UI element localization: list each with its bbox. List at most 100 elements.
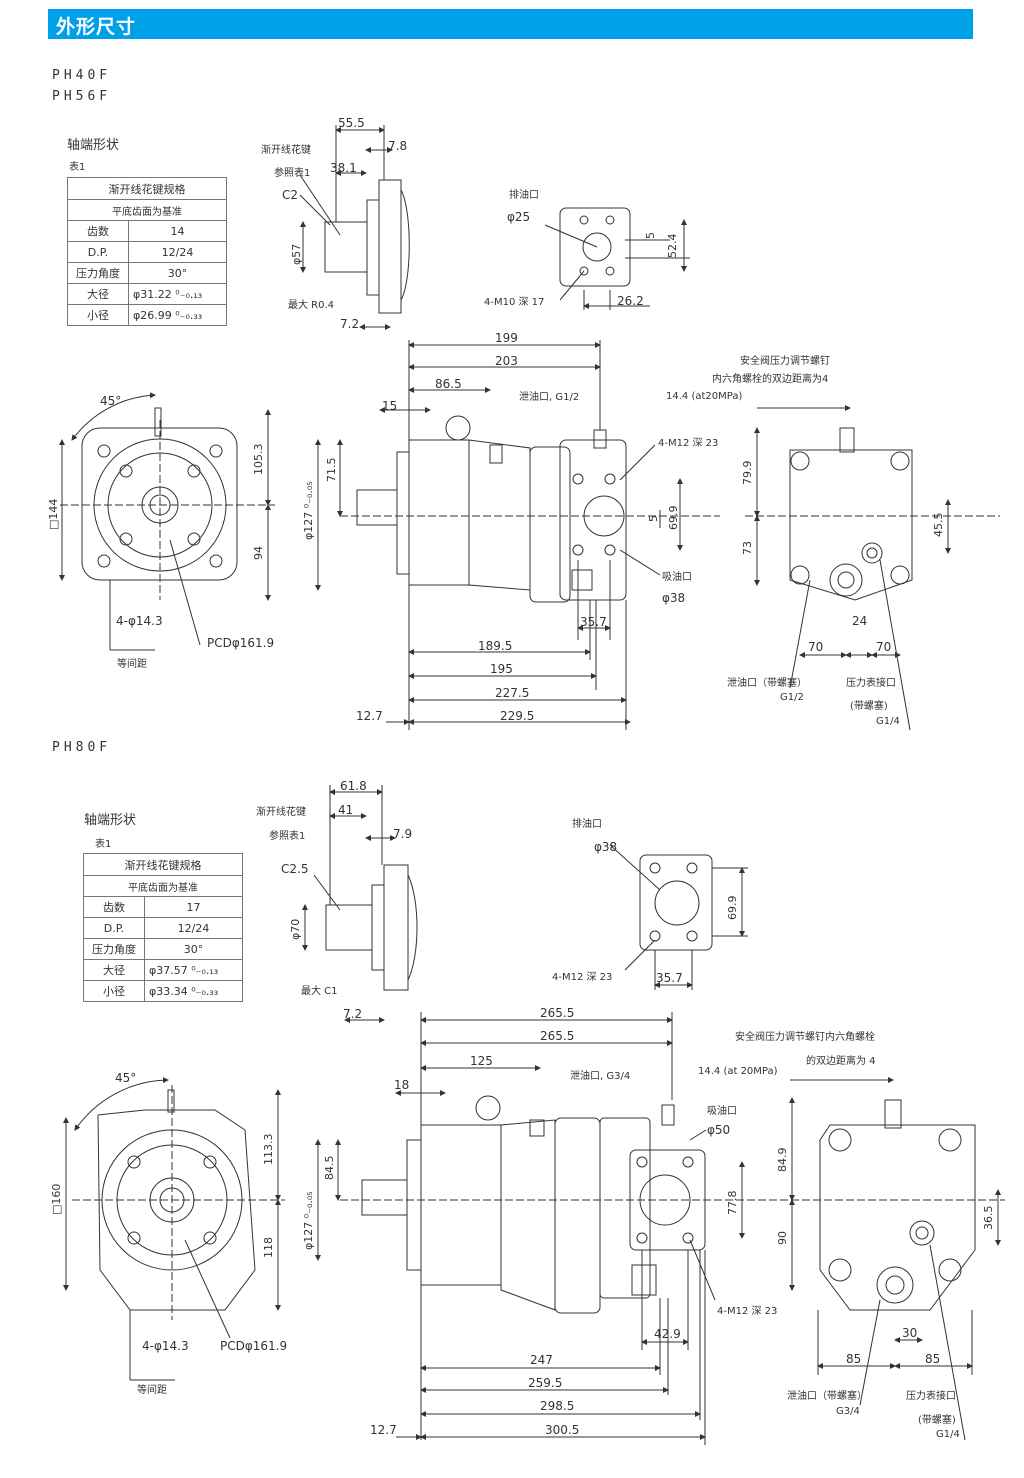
label-gauge-2: 压力表接口	[906, 1391, 956, 1402]
label-c2: C2	[282, 188, 299, 202]
drain-flange-1	[544, 207, 690, 310]
dim-text: 24	[852, 614, 867, 628]
dim-text: 5	[644, 232, 657, 239]
dim-text: 35.7	[656, 971, 683, 985]
spline-table-header: 渐开线花键规格	[67, 177, 227, 200]
dim-text: 26.2	[617, 294, 644, 308]
label-safety-2a: 安全阀压力调节螺钉内六角螺栓	[735, 1032, 875, 1043]
dim-text: 94	[252, 546, 265, 560]
label-deg45-2: 45°	[115, 1071, 136, 1085]
dim-text: 85	[846, 1352, 861, 1366]
label-ref-2: 参照表1	[269, 831, 306, 842]
label-safety-1: 安全阀压力调节螺钉	[740, 356, 830, 367]
label-safety-2: 内六角螺栓的双边距离为4	[712, 374, 829, 385]
label-sq-1: □144	[47, 499, 60, 530]
label-ref: 参照表1	[274, 168, 311, 179]
row-value: φ31.22 ⁰₋₀.₁₃	[128, 283, 227, 305]
label-d57: φ57	[290, 244, 303, 265]
label-m12-2a: 4-M12 深 23	[552, 972, 613, 983]
dim-text: 247	[530, 1353, 553, 1367]
dim-text: 52.4	[666, 234, 679, 259]
dim-text: 35.7	[580, 615, 607, 629]
label-gauge-1: 压力表接口	[846, 678, 896, 689]
dim-text: 18	[394, 1078, 409, 1092]
model-ph56f: PH56F	[52, 89, 112, 104]
row-key: 小径	[67, 304, 129, 326]
label-m10: 4-M10 深 17	[484, 297, 545, 308]
dim-text: 73	[741, 541, 754, 555]
label-d70: φ70	[289, 919, 302, 940]
dim-text: 45.5	[932, 513, 945, 538]
dim-text: 30	[902, 1326, 917, 1340]
label-pitch-1: 等间距	[117, 659, 147, 670]
label-plug-2: (带螺塞)	[918, 1415, 956, 1426]
shaft-title: 轴端形状	[67, 138, 120, 153]
dim-text: 38.1	[330, 161, 357, 175]
label-suction-1: 吸油口	[662, 572, 692, 583]
dim-text: 41	[338, 803, 353, 817]
model-ph40f: PH40F	[52, 68, 112, 83]
dim-text: 69.9	[667, 506, 680, 531]
label-max-c: 最大 C1	[301, 986, 338, 997]
row-value: 12/24	[144, 917, 243, 939]
dim-text: 113.3	[262, 1134, 275, 1166]
row-key: 齿数	[67, 220, 129, 242]
label-leak-1: 泄油口, G1/2	[519, 392, 580, 403]
dim-text: 85	[925, 1352, 940, 1366]
front-view-1	[59, 392, 275, 651]
dim-text: 298.5	[540, 1399, 574, 1413]
table-caption-2: 表1	[95, 839, 112, 850]
drain-flange-2	[609, 844, 748, 990]
dim-text: 227.5	[495, 686, 529, 700]
model-ph80f: PH80F	[52, 740, 112, 755]
dim-text: 7.2	[343, 1007, 362, 1021]
rear-view-1	[745, 405, 1000, 731]
dim-text: 69.9	[726, 896, 739, 921]
dim-text: 61.8	[340, 779, 367, 793]
dim-text: 189.5	[478, 639, 512, 653]
label-d127-1: φ127 ⁰₋₀.₀₅	[302, 481, 315, 540]
label-c25: C2.5	[281, 862, 309, 876]
dim-text: 265.5	[540, 1029, 574, 1043]
row-value: φ26.99 ⁰₋₀.₃₃	[128, 304, 227, 326]
dim-text: 5	[647, 515, 660, 522]
dim-text: 77.8	[726, 1191, 739, 1216]
label-at20-2: 14.4 (at 20MPa)	[698, 1066, 778, 1077]
shaft-end-detail-2	[302, 785, 418, 1023]
dim-text: 84.5	[323, 1156, 336, 1181]
label-suction-2: 吸油口	[707, 1106, 737, 1117]
dim-text: 55.5	[338, 116, 365, 130]
label-sq-2: □160	[50, 1184, 63, 1215]
label-g12: G1/2	[780, 692, 804, 703]
table-caption: 表1	[69, 162, 86, 173]
dim-text: 70	[876, 640, 891, 654]
row-key: 压力角度	[67, 262, 129, 284]
rear-view-2	[780, 1077, 1005, 1441]
label-drain-2: 排油口	[572, 819, 602, 830]
dim-text: 84.9	[776, 1148, 789, 1173]
dimension-labels-1: 55.5 7.8 38.1 7.2 5 52.4 26.2 199 203 86…	[47, 116, 945, 723]
section-header: 外形尺寸	[48, 9, 973, 39]
label-drainport-2: 泄油口（带螺塞）	[787, 1391, 867, 1402]
label-g34: G3/4	[836, 1406, 860, 1417]
label-spline-2: 渐开线花键	[256, 807, 306, 818]
dim-text: 15	[382, 399, 397, 413]
dim-text: 265.5	[540, 1006, 574, 1020]
label-pcd-2: PCDφ161.9	[220, 1339, 288, 1353]
label-d38-1: φ38	[662, 591, 686, 605]
spline-table-subheader: 平底齿面为基准	[83, 875, 243, 897]
dim-text: 229.5	[500, 709, 534, 723]
shaft-end-detail-1	[299, 125, 410, 330]
label-g14-2: G1/4	[936, 1429, 960, 1440]
label-pcd-1: PCDφ161.9	[207, 636, 275, 650]
side-view-1	[315, 340, 720, 730]
dim-text: 195	[490, 662, 513, 676]
dim-text: 125	[470, 1054, 493, 1068]
label-pitch-2: 等间距	[137, 1385, 167, 1396]
label-at20-1: 14.4 (at20MPa)	[666, 391, 743, 402]
label-safety-2b: 的双边距离为 4	[806, 1056, 876, 1067]
label-spline: 渐开线花键	[261, 145, 311, 156]
